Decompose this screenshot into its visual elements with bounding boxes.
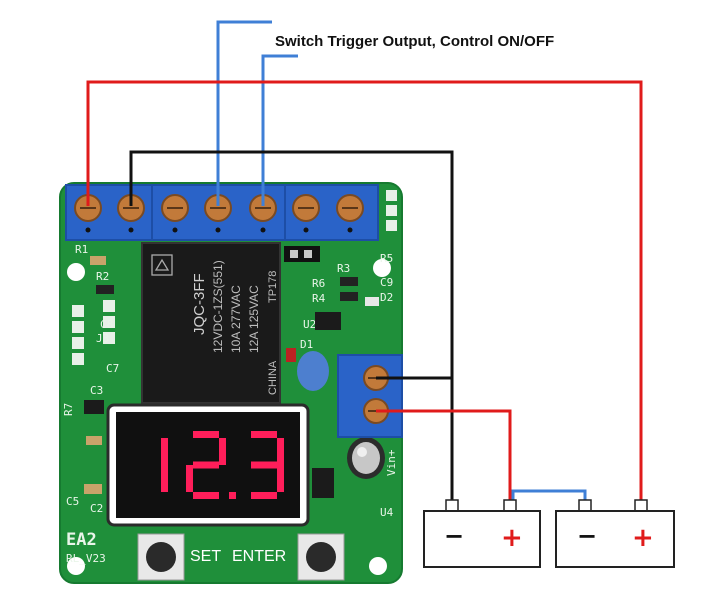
diode-icon [286, 348, 296, 362]
smd-components [84, 256, 379, 498]
battery-right: − + [555, 499, 675, 568]
terminal-pin [85, 227, 91, 233]
relay-model: JQC-3FF [191, 273, 208, 335]
board-model-label: EA2 [66, 530, 97, 550]
silk-c3: C3 [90, 384, 103, 397]
display-digits [161, 431, 284, 499]
silk-d2: D2 [380, 291, 393, 304]
screw-terminal-row [74, 194, 364, 233]
display-segment [186, 465, 193, 492]
jumper-icon [284, 246, 320, 262]
display-segment [161, 438, 168, 465]
silk-c2: C2 [90, 502, 103, 515]
power-terminal-block [337, 354, 403, 438]
ceramic-capacitor-icon [297, 351, 329, 391]
relay: JQC-3FF 12VDC-1ZS(551) 10A 277VAC 12A 12… [141, 242, 281, 404]
silk-r2: R2 [96, 270, 109, 283]
relay-code: TP178 [267, 271, 279, 303]
signal-wire-2 [261, 54, 298, 206]
display-segment [251, 492, 277, 499]
negative-wire-top [129, 150, 454, 500]
display-segment [251, 431, 277, 438]
terminal-pin [303, 227, 309, 233]
battery-left: − + [423, 499, 541, 568]
silk-r3: R3 [337, 262, 350, 275]
display-segment [219, 438, 226, 465]
display-segment [193, 492, 219, 499]
set-button-label: SET [190, 548, 221, 565]
display-segment [277, 465, 284, 492]
relay-origin: CHINA [267, 360, 279, 395]
wires [86, 20, 643, 500]
pin-header [72, 300, 115, 365]
battery-icon [423, 510, 541, 568]
mounting-hole-icon [67, 557, 85, 575]
enter-button-label: ENTER [232, 548, 286, 565]
display-decimal-point [229, 492, 236, 499]
positive-wire-long [86, 80, 643, 500]
terminal-pin [260, 227, 266, 233]
silk-c7: C7 [106, 362, 119, 375]
terminal-pin [347, 227, 353, 233]
silk-u2: U2 [303, 318, 316, 331]
silk-c8: C8 [100, 318, 113, 331]
battery-icon [555, 510, 675, 568]
relay-icon [151, 254, 173, 276]
silk-r4: R4 [312, 292, 326, 305]
silk-r6: R6 [312, 277, 325, 290]
battery-link-wire [511, 489, 587, 500]
silk-r1: R1 [75, 243, 88, 256]
silk-c9: C9 [380, 276, 393, 289]
display-segment [277, 438, 284, 465]
battery-left-plus: + [501, 523, 523, 553]
terminal-pin [215, 227, 221, 233]
relay-rating-ac: 10A 277VAC [229, 285, 243, 353]
battery-left-minus: − [444, 522, 464, 550]
relay-rating-ac2: 12A 125VAC [247, 285, 261, 353]
positive-wire-board [376, 409, 512, 500]
display-segment [193, 461, 219, 469]
silk-r5: R5 [380, 252, 393, 265]
signal-wire-1 [216, 20, 272, 206]
battery-right-plus: + [632, 523, 654, 553]
pin-header-right [386, 190, 397, 231]
display-segment [161, 465, 168, 492]
silk-j3: J3 [96, 332, 109, 345]
silk-c5: C5 [66, 495, 79, 508]
silk-vin: Vin+ [385, 449, 398, 476]
set-button[interactable] [137, 533, 185, 581]
push-button-icon [306, 542, 336, 572]
terminal-pin [172, 227, 178, 233]
caption: Switch Trigger Output, Control ON/OFF [275, 33, 554, 50]
silk-d1: D1 [300, 338, 313, 351]
display-segment [251, 461, 277, 469]
silk-u4: U4 [380, 506, 394, 519]
push-button-icon [146, 542, 176, 572]
battery-right-minus: − [577, 522, 597, 550]
seven-segment-display [106, 403, 310, 527]
mounting-hole-icon [369, 557, 387, 575]
terminal-pin [128, 227, 134, 233]
display-segment [193, 431, 219, 438]
silk-r7: R7 [62, 403, 75, 416]
mounting-hole-icon [67, 263, 85, 281]
capacitor-icon [347, 437, 385, 479]
relay-coil: 12VDC-1ZS(551) [211, 260, 225, 353]
board-revision-label: RL_V23 [66, 552, 106, 565]
mounting-hole-icon [373, 259, 391, 277]
enter-button[interactable] [297, 533, 345, 581]
